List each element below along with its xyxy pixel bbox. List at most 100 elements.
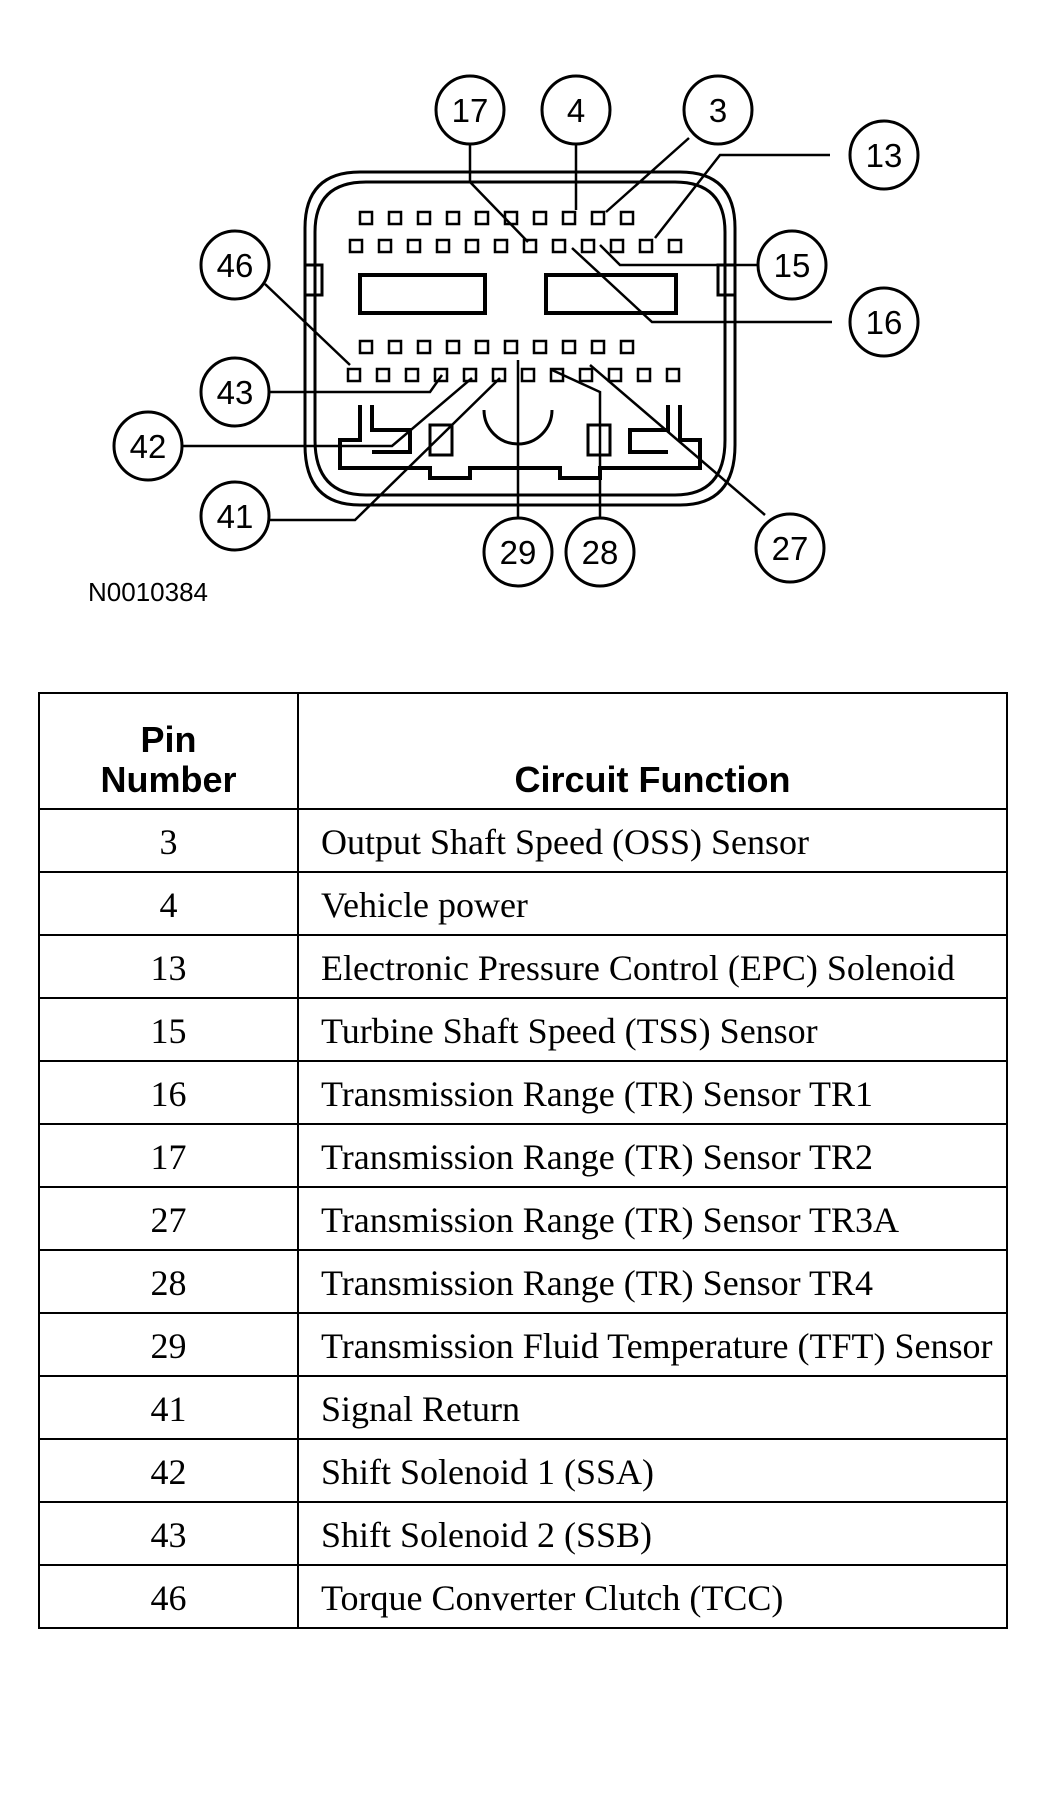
callout-circle (848, 286, 920, 358)
leader-line-42 (180, 377, 473, 448)
header-pin-line2: Number (100, 759, 237, 800)
callout-28: 28 (564, 516, 636, 588)
connector-key-detail-right (628, 405, 670, 454)
callout-29: 29 (482, 516, 554, 588)
callout-46: 46 (199, 229, 271, 301)
pin-socket (532, 210, 548, 226)
callout-label: 43 (217, 374, 254, 411)
pin-socket (493, 238, 509, 254)
circuit-function-cell: Turbine Shaft Speed (TSS) Sensor (297, 997, 1008, 1062)
callout-label: 28 (582, 534, 619, 571)
circuit-function-cell: Torque Converter Clutch (TCC) (297, 1564, 1008, 1629)
pin-socket (491, 367, 507, 383)
callout-circle (112, 410, 184, 482)
circuit-function-cell: Shift Solenoid 1 (SSA) (297, 1438, 1008, 1503)
pin-socket (474, 339, 490, 355)
circuit-function-cell: Transmission Range (TR) Sensor TR4 (297, 1249, 1008, 1314)
pin-socket (387, 210, 403, 226)
pin-socket (580, 238, 596, 254)
leader-line-43 (265, 374, 444, 394)
pin-number-cell: 16 (38, 1060, 299, 1125)
callout-label: 16 (866, 304, 903, 341)
callout-label: 4 (567, 92, 585, 129)
pin-socket (578, 367, 594, 383)
callout-circle (564, 516, 636, 588)
pin-socket (520, 367, 536, 383)
pin-number-cell: 15 (38, 997, 299, 1062)
pin-number-cell: 29 (38, 1312, 299, 1377)
pin-number-cell: 28 (38, 1249, 299, 1314)
circuit-function-cell: Transmission Range (TR) Sensor TR3A (297, 1186, 1008, 1251)
connector-housing-inner (313, 180, 727, 497)
circuit-function-cell: Signal Return (297, 1375, 1008, 1440)
callout-label: 15 (774, 247, 811, 284)
pin-number-cell: 3 (38, 808, 299, 873)
pin-socket (445, 339, 461, 355)
callout-13: 13 (848, 119, 920, 191)
pin-socket (549, 367, 565, 383)
callout-43: 43 (199, 356, 271, 428)
pin-socket (462, 367, 478, 383)
pin-socket (416, 339, 432, 355)
pin-number-cell: 43 (38, 1501, 299, 1566)
callout-4: 4 (540, 74, 612, 146)
header-circuit-function: Circuit Function (297, 692, 1008, 810)
callout-17: 17 (434, 74, 506, 146)
leader-line-27 (589, 364, 766, 516)
pin-number-cell: 17 (38, 1123, 299, 1188)
pin-socket (464, 238, 480, 254)
table-header-row: Pin Number Circuit Function (38, 692, 1008, 810)
callout-circle (848, 119, 920, 191)
callout-label: 17 (452, 92, 489, 129)
callout-label: 41 (217, 498, 254, 535)
pin-socket (636, 367, 652, 383)
pin-socket (416, 210, 432, 226)
callout-label: 13 (866, 137, 903, 174)
callout-label: 29 (500, 534, 537, 571)
callout-label: 42 (130, 428, 167, 465)
callout-circle (434, 74, 506, 146)
leader-line-3 (605, 137, 690, 213)
callout-15: 15 (756, 229, 828, 301)
pin-number-cell: 13 (38, 934, 299, 999)
header-pin-line1: Pin (140, 719, 197, 760)
leader-line-15 (599, 244, 760, 267)
pin-socket (377, 238, 393, 254)
pin-socket (404, 367, 420, 383)
pin-socket (358, 339, 374, 355)
pin-socket (348, 238, 364, 254)
leader-line-17 (468, 145, 529, 243)
connector-slot-left (358, 273, 487, 315)
header-pin-number: Pin Number (38, 692, 299, 810)
pin-socket (561, 339, 577, 355)
circuit-function-cell: Transmission Range (TR) Sensor TR1 (297, 1060, 1008, 1125)
pin-socket (667, 238, 683, 254)
callout-label: 3 (709, 92, 727, 129)
circuit-function-cell: Output Shaft Speed (OSS) Sensor (297, 808, 1008, 873)
circuit-function-cell: Shift Solenoid 2 (SSB) (297, 1501, 1008, 1566)
leader-line-41 (263, 377, 501, 522)
pin-socket (561, 210, 577, 226)
pin-socket (445, 210, 461, 226)
pin-number-cell: 41 (38, 1375, 299, 1440)
pin-socket (607, 367, 623, 383)
callout-label: 27 (772, 530, 809, 567)
callout-3: 3 (682, 74, 754, 146)
pin-socket (532, 339, 548, 355)
pin-socket (619, 339, 635, 355)
pin-socket (375, 367, 391, 383)
callout-circle (540, 74, 612, 146)
pin-socket (665, 367, 681, 383)
callout-42: 42 (112, 410, 184, 482)
pin-number-cell: 46 (38, 1564, 299, 1629)
leader-line-13 (654, 153, 830, 239)
pin-socket (590, 210, 606, 226)
